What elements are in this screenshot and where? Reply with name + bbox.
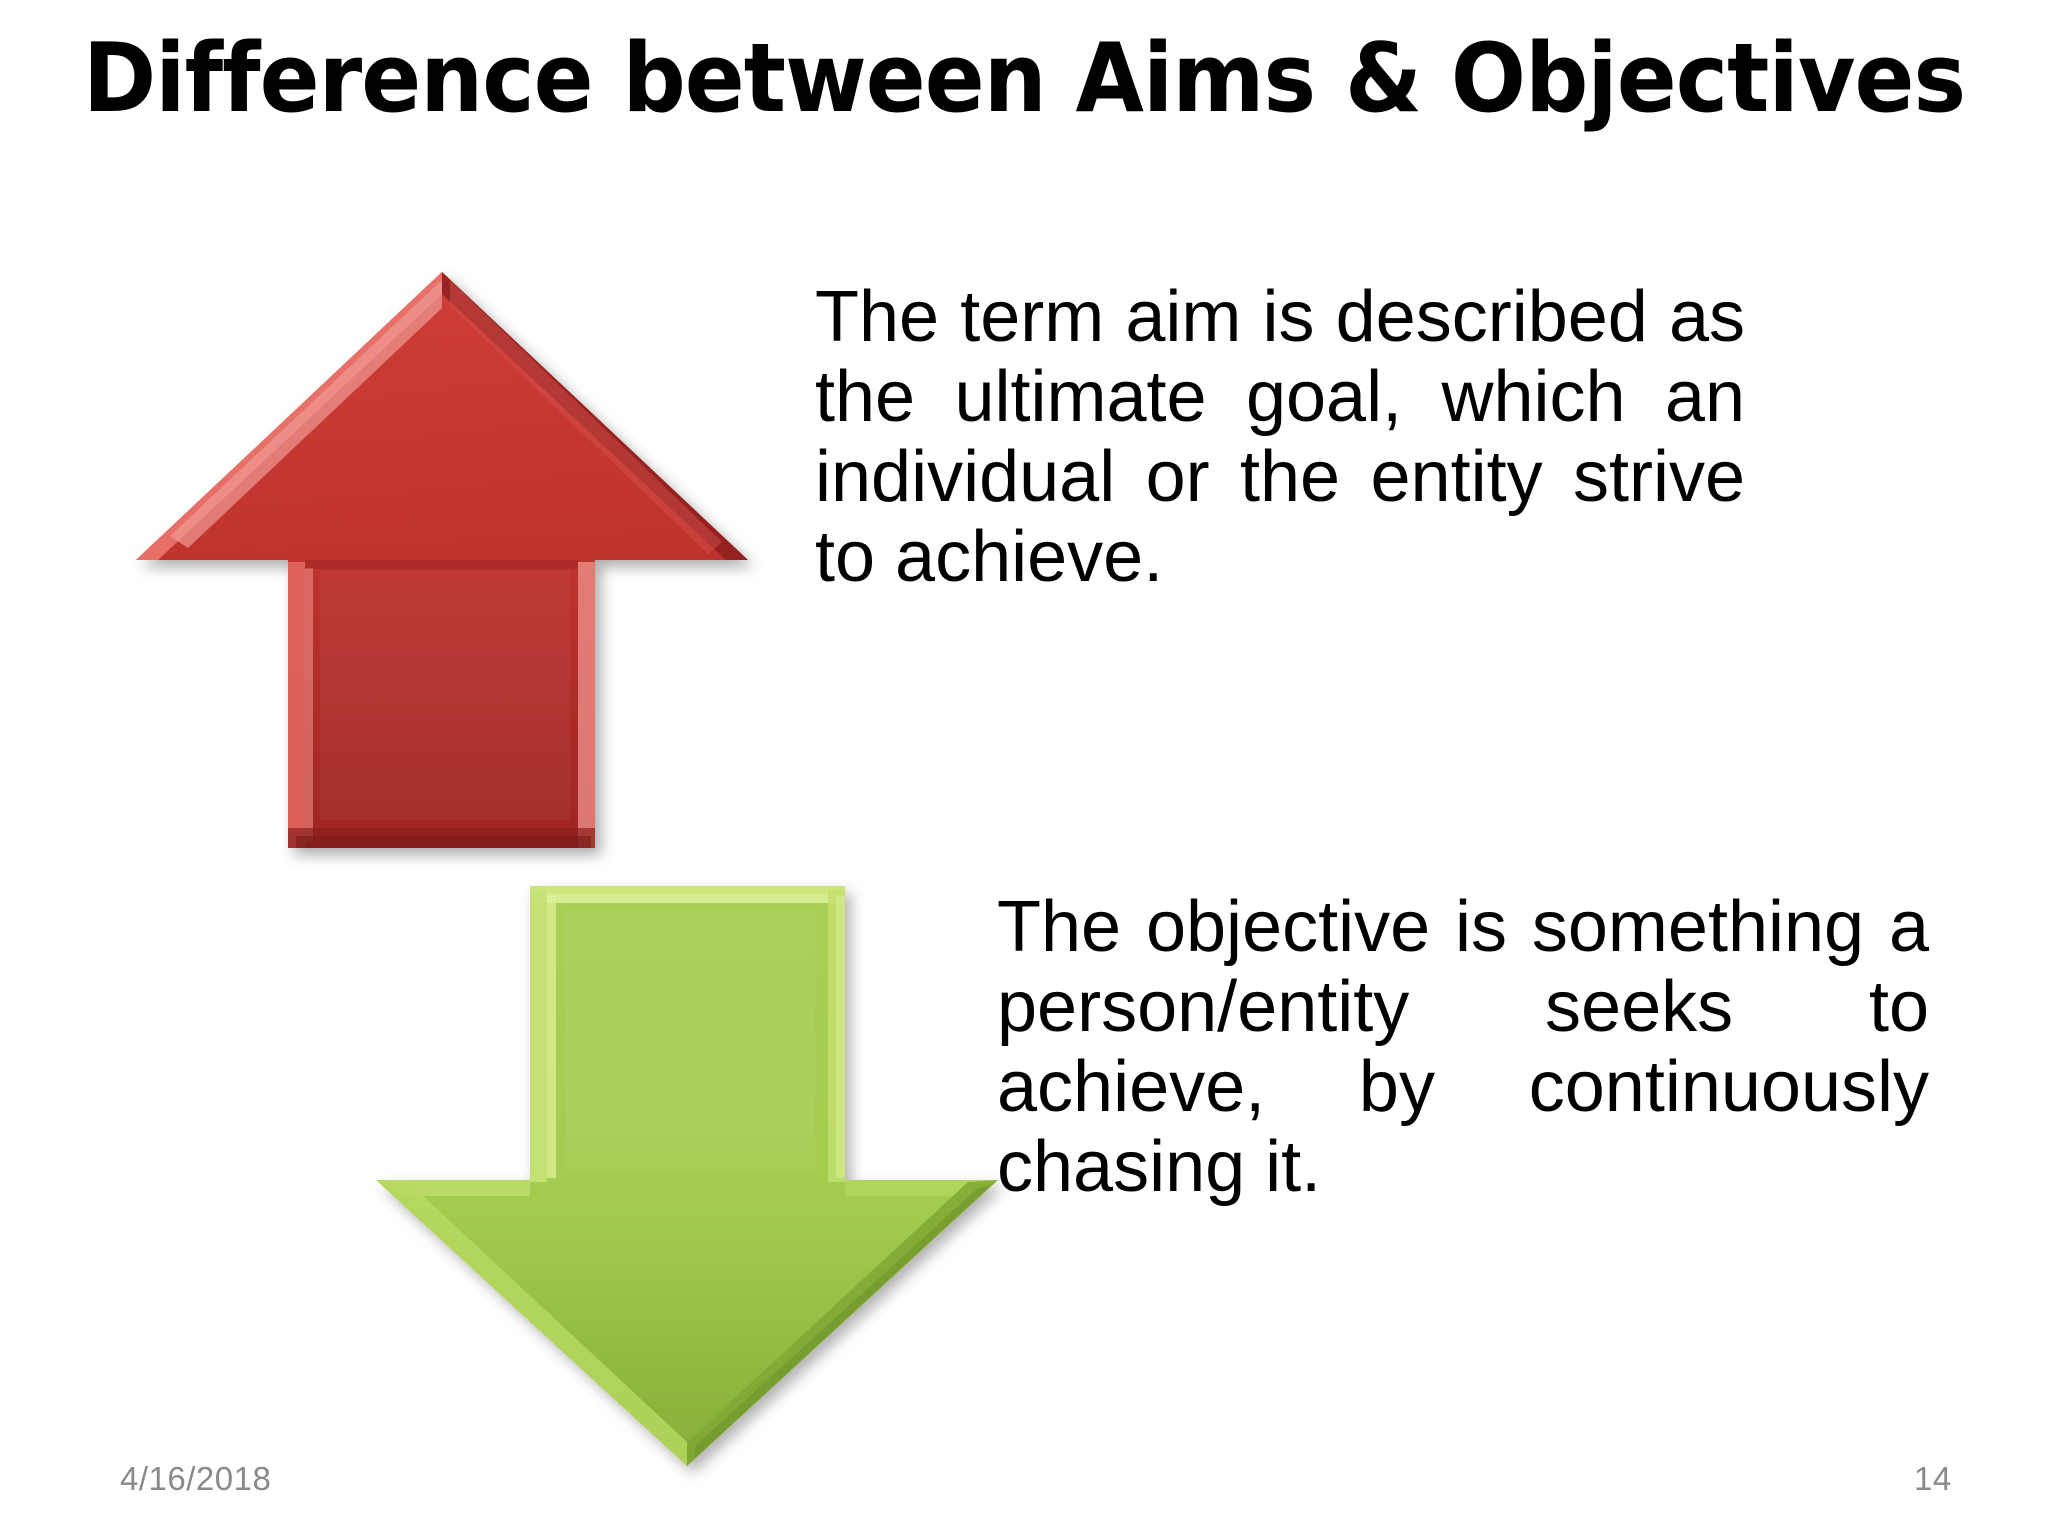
- objective-description-text: The objective is something a person/enti…: [997, 887, 1929, 1207]
- aim-description-text: The term aim is described as the ultimat…: [815, 277, 1745, 597]
- up-arrow-icon: [110, 250, 790, 880]
- page-title: Difference between Aims & Objectives: [82, 24, 1966, 134]
- footer-date: 4/16/2018: [120, 1460, 272, 1497]
- down-arrow-icon: [350, 870, 1030, 1490]
- footer-page-number: 14: [1914, 1460, 1952, 1497]
